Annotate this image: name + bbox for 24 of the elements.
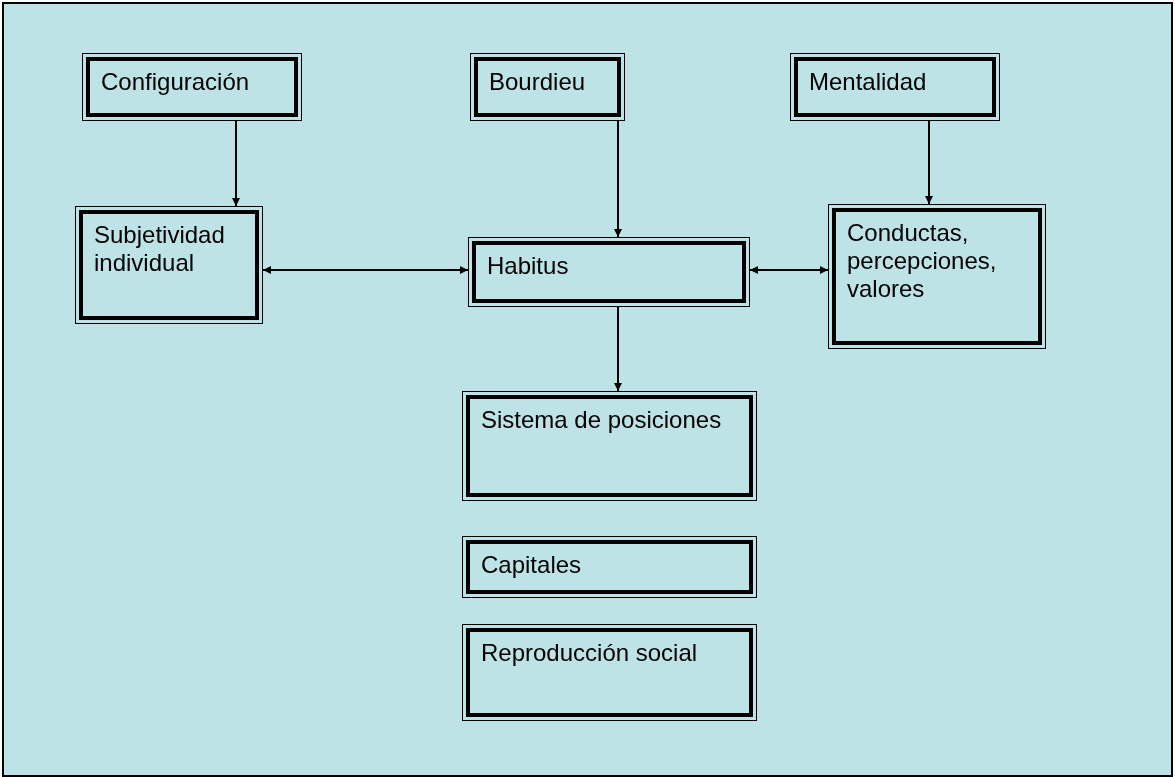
concept-box: [828, 204, 1046, 349]
arrow: [614, 120, 622, 238]
box-label: Capitales: [481, 551, 583, 579]
box-label: Sistema de posiciones: [481, 406, 723, 434]
box-label: Subjetividad individual: [94, 221, 226, 277]
arrow: [749, 266, 829, 274]
box-label: Conductas, percepciones, valores: [847, 219, 998, 303]
concept-box: [470, 53, 625, 121]
concept-box: [462, 391, 757, 501]
box-label: Configuración: [101, 68, 251, 96]
arrow: [232, 120, 240, 207]
arrow: [925, 120, 933, 205]
concept-box: [82, 53, 302, 121]
concept-box: [468, 237, 750, 307]
box-label: Mentalidad: [809, 68, 928, 96]
concept-box: [790, 53, 1000, 121]
box-label: Bourdieu: [489, 68, 587, 96]
concept-box: [462, 536, 757, 598]
arrow: [262, 266, 469, 274]
concept-box: [462, 624, 757, 721]
box-label: Reproducción social: [481, 639, 699, 667]
concept-box: [75, 206, 263, 324]
box-label: Habitus: [487, 252, 570, 280]
arrow: [614, 306, 622, 392]
